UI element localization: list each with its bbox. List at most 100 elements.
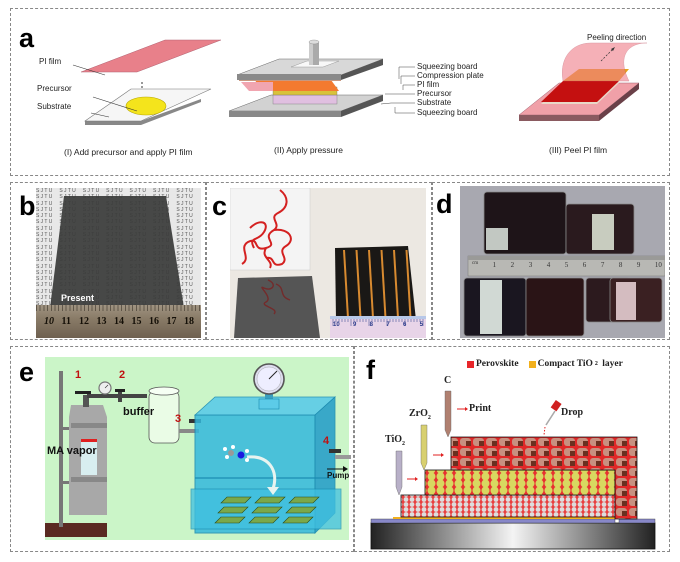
pump-label: Pump [327, 471, 350, 480]
panel-e: e [10, 346, 354, 552]
film-samples [214, 496, 320, 524]
panel-d-photo: cm 1 2 3 4 5 6 7 8 9 10 [460, 186, 665, 338]
ruler-d-number: 2 [510, 261, 515, 269]
zro2-layer [424, 469, 616, 496]
pi-film-label: PI film [39, 57, 62, 66]
flow-arrow [246, 455, 277, 490]
press-label-squeezing-board-bottom: Squeezing board [417, 108, 478, 117]
press-label-substrate: Substrate [417, 98, 452, 107]
legend-item-perovskite: Perovskite [467, 359, 519, 369]
ruler-d-number: 3 [528, 261, 533, 269]
panel-b-photo: SJTU SJTU SJTU SJTU SJTU SJTU SJTU SJTU … [36, 188, 201, 338]
legend-swatch-compact-tio2 [528, 360, 536, 368]
film-sample [220, 496, 252, 504]
electrode-stripe [393, 249, 399, 319]
dropper-icon [543, 400, 562, 436]
ruler-b-number: 11 [61, 316, 71, 327]
ruler-b-number: 16 [149, 316, 159, 327]
press-illustration [228, 39, 415, 117]
ruler-c-number: 9 [353, 322, 357, 328]
ruler-b-number: 15 [131, 316, 142, 327]
valve-2-label: 2 [119, 369, 126, 381]
ruler-d-number: 4 [546, 261, 551, 269]
panel-d-art [463, 191, 665, 337]
panel-a: a PI film Precursor Substrate (I) Add pr… [10, 8, 670, 176]
stand-rod [59, 371, 63, 527]
step2-caption: (II) Apply pressure [274, 145, 343, 155]
ruler-d-number: 9 [636, 261, 641, 269]
print-label: Print [469, 403, 492, 414]
nozzle-label-zro2: ZrO2 [409, 408, 431, 421]
nozzle-label-tio2: TiO2 [385, 434, 406, 447]
fto-layer-right [618, 518, 656, 524]
ruler-c-number: 6 [402, 322, 407, 328]
ma-vapor-setup [45, 363, 351, 537]
nozzle-label-c: C [444, 375, 452, 386]
ruler-b-number: 18 [184, 316, 194, 327]
fto-layer-left [370, 518, 616, 524]
ruler-d-number: 7 [600, 261, 605, 269]
ruler-c-number: 7 [386, 322, 390, 328]
dark-film [50, 196, 184, 308]
peeling-direction-label: Peeling direction [587, 33, 647, 42]
ruler-c-number: 8 [369, 322, 373, 328]
panel-d: d cm 1 2 3 4 5 6 7 8 9 10 [432, 182, 670, 340]
valve-4-label: 4 [323, 435, 330, 447]
film-sample [282, 516, 314, 524]
electrode-stripes [343, 249, 412, 319]
mesoporous-tio2-layer [400, 494, 616, 518]
ruler-d-number: 6 [582, 261, 587, 269]
panel-c-art [230, 188, 426, 338]
electrode-stripe [343, 249, 349, 319]
step1-illustration [72, 39, 222, 125]
ruler-d-number: 10 [654, 261, 662, 269]
valve-3-label: 3 [175, 413, 182, 425]
step1-caption: (I) Add precursor and apply PI film [64, 147, 193, 157]
present-label: Present [61, 293, 95, 303]
panel-b: b SJTU SJTU SJTU SJTU SJTU SJTU SJTU SJT… [10, 182, 206, 340]
press-label-pi-film: PI film [417, 80, 440, 89]
film-sample [285, 506, 317, 514]
panel-label-f: f [366, 355, 375, 385]
valve-1-label: 1 [75, 369, 82, 381]
panel-label-b: b [19, 191, 36, 221]
compact-tio2-layer [393, 517, 615, 519]
legend-swatch-perovskite [467, 360, 474, 368]
ruler-d-number: 1 [492, 261, 497, 269]
substrate-side [85, 99, 201, 125]
pattern-mask [230, 188, 311, 271]
substrate-label: Substrate [37, 102, 72, 111]
stand-base [45, 523, 107, 537]
electrode-stripe [368, 249, 374, 319]
film-sample [248, 516, 280, 524]
press-label-precursor: Precursor [417, 89, 452, 98]
ruler-d-unit: cm [472, 261, 479, 266]
panel-label-a: a [19, 23, 35, 53]
drop-label: Drop [561, 407, 584, 418]
panel-label-c: c [212, 191, 228, 221]
ruler-b-number: 13 [96, 316, 107, 327]
ruler-b-number: 12 [79, 316, 89, 327]
ruler-b-number: 14 [114, 316, 124, 327]
panel-label-e: e [19, 357, 35, 387]
glass-substrate [370, 522, 656, 550]
solar-cell-4 [525, 277, 585, 337]
ruler-b-number: 17 [166, 316, 177, 327]
ruler-d-number: 8 [618, 261, 623, 269]
ruler-ticks [36, 305, 201, 311]
panel-label-d: d [436, 189, 453, 219]
ruler-d-number: 5 [564, 261, 569, 269]
film-sample [214, 516, 246, 524]
electrode-stripe [405, 249, 412, 319]
panel-e-diagram: 1 2 3 4 buffer MA vapor Pump [45, 357, 351, 540]
buffer-label: buffer [123, 406, 155, 418]
film-sample [254, 496, 286, 504]
red-serpentine-pattern [241, 189, 292, 269]
ma-vapor-label: MA vapor [47, 445, 97, 457]
